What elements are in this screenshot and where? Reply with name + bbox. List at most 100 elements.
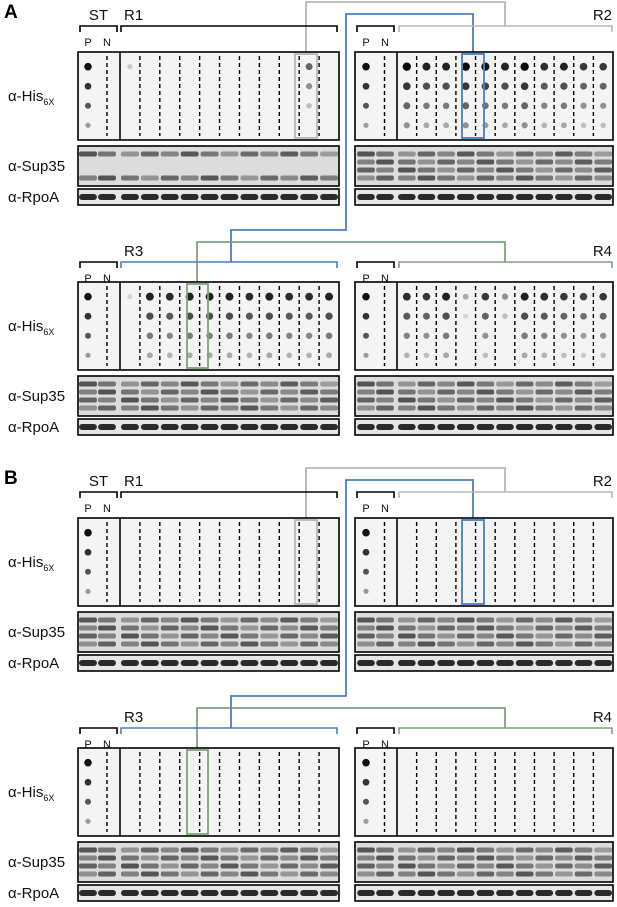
rpoa-band: [417, 194, 436, 200]
sup35-band: [79, 381, 97, 387]
sup35-band: [220, 847, 239, 853]
lane-dot: [541, 102, 548, 109]
sup35-band: [496, 847, 514, 853]
control-dot: [363, 122, 369, 128]
lane-label-p: P: [362, 37, 369, 49]
sup35-band: [260, 633, 279, 639]
sup35-band: [300, 633, 319, 639]
sup35-band: [476, 863, 495, 869]
sup35-band: [357, 175, 375, 181]
sup35-band: [280, 397, 299, 403]
control-dot: [85, 588, 91, 594]
rpoa-band: [320, 424, 338, 430]
connector-lines: [196, 1, 506, 750]
sup35-band: [121, 847, 139, 853]
sup35-band: [320, 381, 338, 387]
sup35-band: [98, 863, 116, 869]
rpoa-band: [220, 194, 239, 200]
rpoa-band: [280, 890, 299, 896]
rpoa-band: [320, 194, 338, 200]
lane-label-p: P: [84, 739, 91, 751]
lane-dot: [442, 102, 450, 110]
rpoa-band: [240, 890, 259, 896]
rpoa-band: [496, 890, 514, 896]
round-bracket: [398, 25, 613, 32]
rpoa-band: [376, 194, 394, 200]
lane-dot: [600, 122, 606, 129]
lane-label-n: N: [103, 37, 111, 49]
sup35-band: [437, 641, 455, 647]
sup35-band: [496, 381, 514, 387]
sup35-band: [555, 175, 573, 181]
sup35-band: [535, 617, 554, 623]
sup35-band: [555, 389, 573, 395]
sup35-band: [140, 405, 159, 411]
sup35-band: [280, 847, 299, 853]
lane-dot: [579, 292, 588, 301]
round-label: R1: [124, 7, 143, 24]
control-bracket: [79, 491, 118, 498]
sup35-band: [398, 641, 416, 647]
lane-dot: [225, 292, 234, 301]
sup35-band: [555, 633, 573, 639]
sup35-band: [280, 381, 299, 387]
rpoa-band: [160, 194, 179, 200]
sup35-band: [357, 159, 375, 165]
lane-dot: [245, 292, 254, 301]
sup35-band: [280, 641, 299, 647]
control-dot: [362, 548, 370, 556]
sup35-band: [476, 381, 495, 387]
rpoa-band: [260, 424, 279, 430]
sup35-band: [376, 641, 394, 647]
rpoa-band: [574, 660, 593, 666]
sup35-band: [240, 389, 259, 395]
lane-dot: [286, 352, 293, 359]
rpoa-band: [456, 424, 475, 430]
antibody-his-label: α-His6X: [8, 784, 54, 803]
antibody-rpoa-label: α-RpoA: [8, 655, 59, 672]
sup35-band: [160, 617, 179, 623]
sup35-band: [160, 847, 179, 853]
rpoa-band: [437, 194, 455, 200]
rpoa-band: [220, 424, 239, 430]
lane-dot: [145, 292, 154, 301]
lane-dot: [541, 122, 548, 129]
lane-dot: [166, 332, 173, 339]
sup35-band: [160, 389, 179, 395]
lane-label-n: N: [103, 739, 111, 751]
sup35-band: [594, 381, 612, 387]
sup35-band: [320, 871, 338, 877]
control-dot: [363, 798, 369, 805]
sup35-band: [515, 397, 534, 403]
control-dot: [362, 292, 370, 301]
rpoa-band: [398, 660, 416, 666]
sup35-band: [535, 625, 554, 631]
round-label: R1: [124, 473, 143, 490]
antibody-his-subscript: 6X: [43, 327, 54, 337]
sup35-band: [555, 159, 573, 165]
rpoa-band: [160, 660, 179, 666]
rpoa-band: [260, 660, 279, 666]
rpoa-band: [417, 660, 436, 666]
control-dot: [362, 82, 370, 90]
sup35-band: [200, 625, 219, 631]
sup35-band: [496, 855, 514, 861]
sup35-band: [180, 381, 199, 387]
sup35-band: [300, 151, 319, 157]
lane-label-n: N: [381, 503, 389, 515]
sup35-band: [98, 397, 116, 403]
sup35-band: [240, 397, 259, 403]
sup35-band: [555, 625, 573, 631]
rpoa-band: [79, 194, 97, 200]
sup35-band: [300, 381, 319, 387]
sup35-band: [200, 633, 219, 639]
sup35-band: [140, 175, 159, 181]
lane-label-n: N: [103, 503, 111, 515]
lane-dot: [559, 62, 568, 71]
connector-line: [305, 467, 506, 520]
rpoa-band: [376, 890, 394, 896]
sup35-band: [160, 397, 179, 403]
sup35-band: [79, 871, 97, 877]
